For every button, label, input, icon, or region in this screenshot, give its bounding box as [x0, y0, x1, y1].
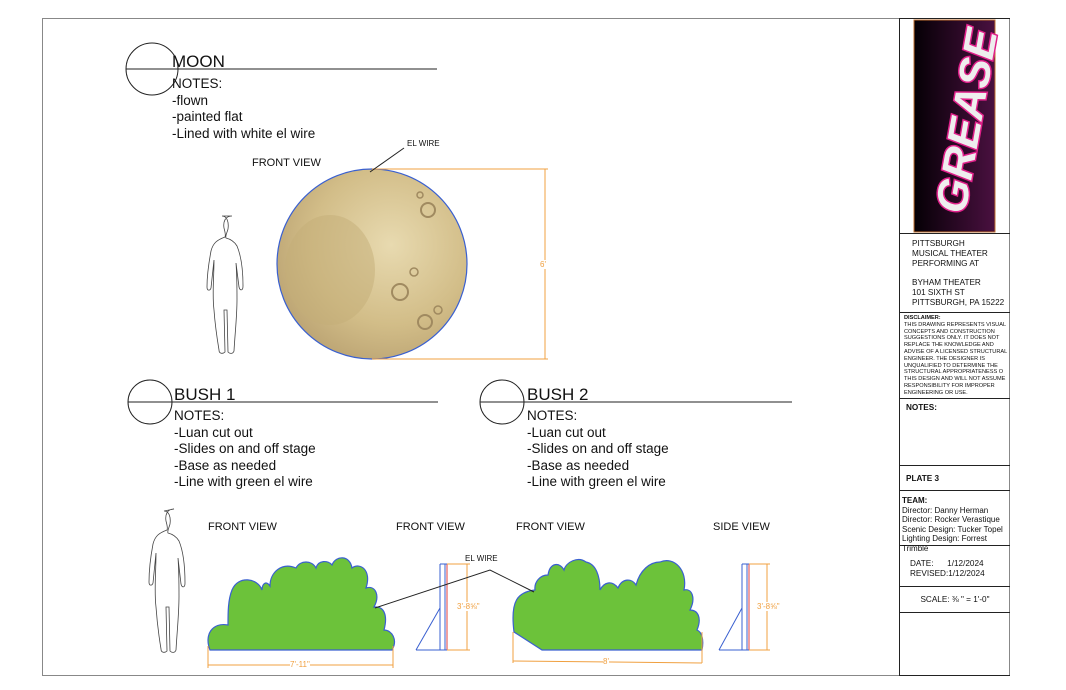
moon-title: MOON: [172, 52, 225, 71]
note-item: -Line with green el wire: [527, 474, 666, 489]
team-member: Scenic Design: Tucker Topel: [902, 524, 1003, 534]
team-heading: TEAM:: [902, 496, 928, 505]
title-block-logo-cell: [899, 18, 1010, 234]
human-scale-silhouette: [206, 215, 244, 354]
team-member: Director: Danny Herman: [902, 505, 989, 515]
moon-el-wire-leader: [369, 147, 405, 173]
bush1-height-label: 3'-8⅝": [457, 602, 480, 611]
note-item: -painted flat: [172, 109, 243, 124]
bush1-title: BUSH 1: [174, 385, 236, 404]
title-block-company: PITTSBURGH MUSICAL THEATER PERFORMING AT…: [899, 234, 1010, 313]
bush2-front-view: [512, 558, 704, 651]
human-scale-silhouette: [148, 508, 186, 653]
el-wire-leader: [374, 569, 535, 609]
title-block-notes: NOTES:: [899, 399, 1010, 466]
title-block-dates: DATE: 1/12/2024 REVISED:1/12/2024: [899, 546, 1010, 587]
team-member: Director: Rocker Verastique: [902, 515, 1000, 525]
bush2-width-label: 8': [603, 657, 609, 666]
bush2-notes: NOTES: -Luan cut out -Slides on and off …: [527, 408, 669, 491]
notes-heading: NOTES:: [174, 408, 225, 423]
notes-heading: NOTES:: [527, 408, 578, 423]
title-block-empty-cell: [899, 613, 1010, 676]
company-line: PERFORMING AT: [912, 259, 980, 268]
moon-el-wire-label: EL WIRE: [407, 139, 440, 148]
note-item: -flown: [172, 92, 209, 108]
venue-line: PITTSBURGH, PA 15222: [912, 298, 1005, 307]
venue-line: 101 SIXTH ST: [912, 288, 965, 297]
disclaimer-heading: DISCLAIMER:: [904, 315, 941, 321]
bush2-height-label: 3'-8⅝": [757, 602, 780, 611]
revised-date: REVISED:1/12/2024: [910, 569, 985, 578]
bush1-section-marker: [127, 379, 438, 425]
note-item: -Base as needed: [527, 457, 630, 473]
moon-section-marker: [125, 42, 437, 96]
note-item: -Luan cut out: [174, 424, 253, 440]
el-wire-label: EL WIRE: [465, 554, 498, 563]
bush2-front-view-label: FRONT VIEW: [516, 521, 585, 533]
moon-front-view-label: FRONT VIEW: [252, 157, 321, 169]
bush1-front-view: [207, 557, 396, 651]
bush1-side-view-label: FRONT VIEW: [396, 521, 465, 533]
date: DATE: 1/12/2024: [910, 559, 984, 568]
note-item: -Lined with white el wire: [172, 125, 316, 141]
team-member: Lighting Design: Forrest Trimble: [902, 534, 987, 553]
note-item: -Line with green el wire: [174, 474, 313, 489]
moon-height-label: 6': [540, 260, 546, 269]
bush2-title: BUSH 2: [527, 385, 589, 404]
bush1-width-label: 7'-11": [290, 660, 310, 669]
note-item: -Luan cut out: [527, 424, 606, 440]
company-line: PITTSBURGH: [912, 239, 965, 248]
notes-heading: NOTES:: [172, 76, 223, 91]
title-block-scale: SCALE: ⅜ " = 1'-0": [899, 587, 1010, 613]
notes-heading: NOTES:: [906, 403, 937, 412]
moon-front-view: [276, 168, 468, 360]
note-item: -Slides on and off stage: [174, 441, 316, 456]
note-item: -Slides on and off stage: [527, 441, 669, 456]
note-item: -Base as needed: [174, 457, 277, 473]
bush2-side-view-label: SIDE VIEW: [713, 521, 770, 533]
bush1-front-view-label: FRONT VIEW: [208, 521, 277, 533]
disclaimer-text: THIS DRAWING REPRESENTS VISUAL CONCEPTS …: [904, 321, 1007, 396]
company-line: MUSICAL THEATER: [912, 249, 988, 258]
plate-number: PLATE 3: [906, 474, 940, 483]
bush2-side-view: [718, 563, 750, 651]
scale: SCALE: ⅜ " = 1'-0": [920, 595, 990, 604]
venue-line: BYHAM THEATER: [912, 278, 981, 287]
moon-notes: NOTES: -flown -painted flat -Lined with …: [172, 76, 315, 142]
title-block-disclaimer: DISCLAIMER: THIS DRAWING REPRESENTS VISU…: [899, 313, 1010, 399]
bush2-section-marker: [479, 379, 792, 425]
bush1-notes: NOTES: -Luan cut out -Slides on and off …: [174, 408, 316, 491]
drawing-sheet-border: [42, 18, 1010, 676]
title-block-plate: PLATE 3: [899, 466, 1010, 491]
grease-logo: GREASE: [913, 19, 1009, 233]
title-block-team: TEAM: Director: Danny Herman Director: R…: [899, 491, 1010, 553]
bush1-side-view: [415, 563, 448, 651]
